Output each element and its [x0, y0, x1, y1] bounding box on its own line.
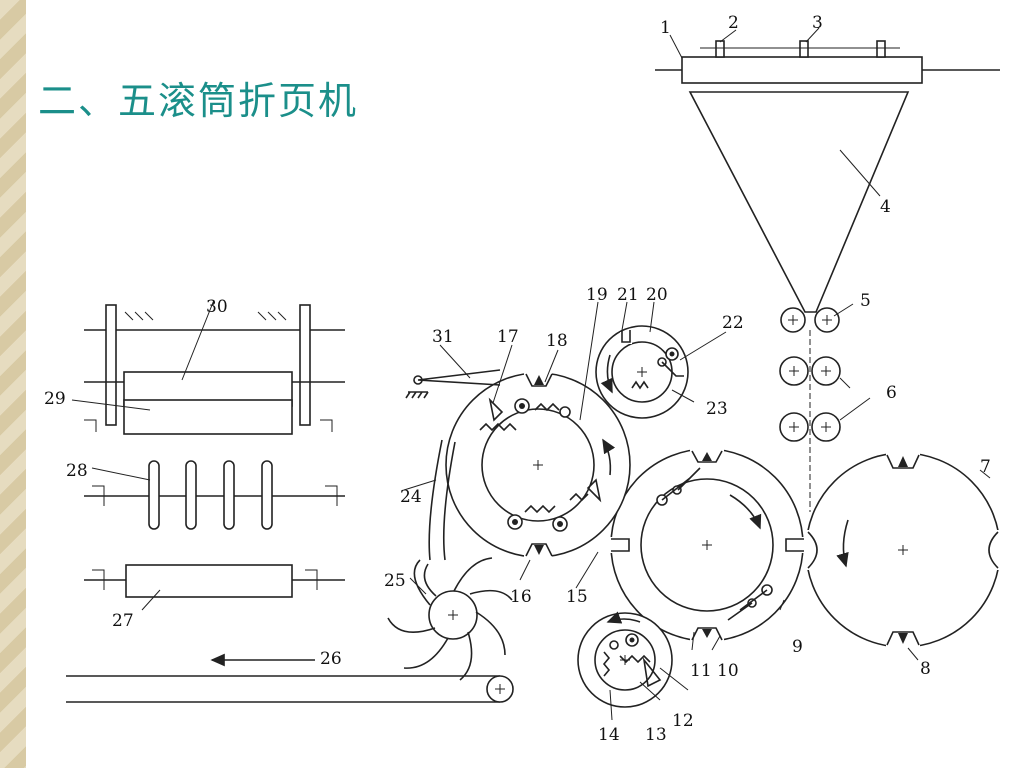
label-28: 28: [66, 461, 88, 481]
drum-20: [595, 325, 689, 419]
slide: 二、五滚筒折页机: [26, 0, 1024, 768]
label-30: 30: [206, 297, 228, 317]
label-16: 16: [510, 587, 532, 607]
label-4: 4: [880, 197, 891, 217]
drum-9: [607, 445, 810, 645]
part-labels: 1 2 3 4 5 6 7 8 9 10 11 12 13 14 15 16 1…: [44, 13, 991, 745]
label-17: 17: [497, 327, 519, 347]
folding-plates-28: [84, 460, 345, 530]
drum-16: [445, 368, 631, 561]
label-23: 23: [706, 399, 728, 419]
label-5: 5: [860, 291, 871, 311]
leader-lines: [71, 27, 991, 721]
roller-27: [84, 564, 345, 598]
label-2: 2: [728, 13, 739, 33]
label-18: 18: [546, 331, 568, 351]
label-14: 14: [598, 725, 620, 745]
label-27: 27: [112, 611, 134, 631]
label-29: 29: [44, 389, 66, 409]
label-8: 8: [920, 659, 931, 679]
nip-rollers: [779, 307, 841, 512]
label-3: 3: [812, 13, 823, 33]
label-7: 7: [980, 457, 991, 477]
label-10: 10: [717, 661, 739, 681]
fan-wheel-25: [387, 439, 513, 681]
conveyor-26: [66, 653, 514, 703]
label-13: 13: [645, 725, 667, 745]
label-1: 1: [660, 18, 671, 38]
drum-12: [577, 611, 673, 708]
label-19: 19: [586, 285, 608, 305]
label-15: 15: [566, 587, 588, 607]
label-6: 6: [886, 383, 897, 403]
label-22: 22: [722, 313, 744, 333]
label-21: 21: [617, 285, 639, 305]
label-26: 26: [320, 649, 342, 669]
cutter-assembly: [84, 304, 345, 435]
label-24: 24: [400, 487, 422, 507]
drum-7: [800, 451, 1006, 649]
label-20: 20: [646, 285, 668, 305]
former-board: [655, 40, 1000, 313]
label-11: 11: [690, 661, 712, 681]
slide-title: 二、五滚筒折页机: [38, 79, 359, 123]
folder-machine-diagram: 1 2 3 4 5 6 7 8 9 10 11 12 13 14 15 16 1…: [44, 13, 1006, 745]
decorative-border: [0, 0, 26, 768]
lever-31: [405, 369, 501, 399]
label-25: 25: [384, 571, 406, 591]
label-12: 12: [672, 711, 694, 731]
label-9: 9: [792, 637, 803, 657]
label-31: 31: [432, 327, 454, 347]
